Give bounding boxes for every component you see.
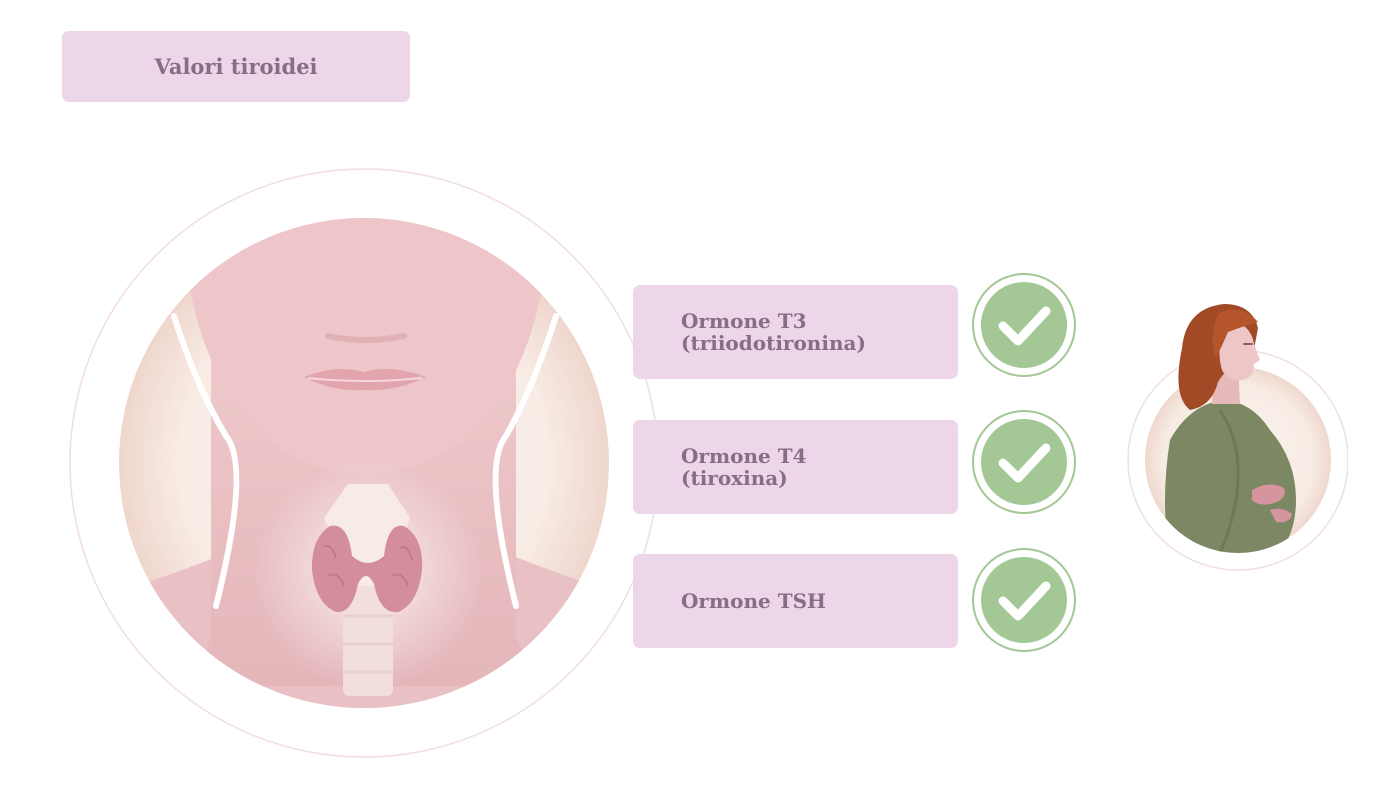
hormone-name: Ormone T4 [681,444,807,468]
hormone-name: Ormone T3 [681,309,807,333]
check-circle-icon [972,548,1076,652]
hormone-label-t3: Ormone T3 (triiodotironina) [633,285,958,379]
thyroid-neck-illustration [69,168,659,758]
check-circle-icon [972,410,1076,514]
hormone-name: Ormone TSH [681,589,826,613]
title-badge: Valori tiroidei [62,31,410,102]
pregnant-woman-illustration [1127,304,1348,571]
hormone-label-tsh: Ormone TSH [633,554,958,648]
page-title: Valori tiroidei [154,54,318,79]
hormone-label-t4: Ormone T4 (tiroxina) [633,420,958,514]
hormone-fullname: (triiodotironina) [681,331,866,355]
hormone-fullname: (tiroxina) [681,466,788,490]
check-circle-icon [972,273,1076,377]
